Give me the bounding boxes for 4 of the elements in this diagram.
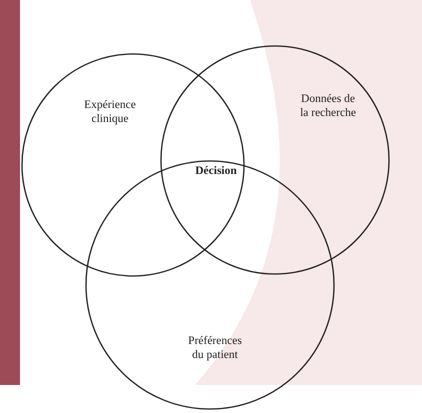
- circle-label: Préférences du patient: [187, 334, 243, 362]
- circle-label: Expérience clinique: [83, 98, 137, 126]
- circle-label: Données de la recherche: [299, 92, 357, 120]
- intersection-label: Décision: [194, 164, 238, 178]
